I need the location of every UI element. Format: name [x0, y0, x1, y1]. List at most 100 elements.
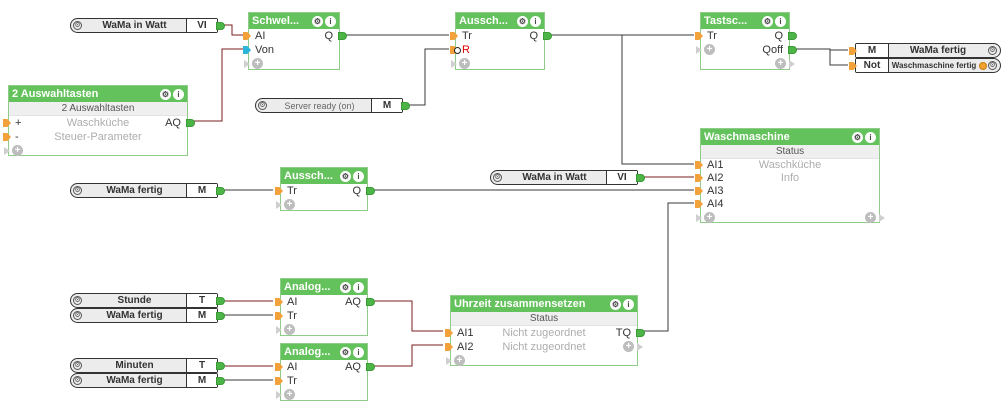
- input-connector[interactable]: [695, 32, 703, 40]
- output-connector[interactable]: [636, 329, 645, 337]
- gear-icon[interactable]: ⚙: [852, 131, 863, 143]
- block-ausschaltverzoegerung-1[interactable]: Aussch... ⚙ i Tr Q R +: [450, 12, 552, 70]
- output-connector[interactable]: [216, 377, 225, 385]
- input-connector[interactable]: [275, 363, 283, 371]
- add-input-button[interactable]: +: [284, 389, 295, 400]
- block-waschmaschine[interactable]: Waschmaschine ⚙ i Status AI1 Waschküche …: [695, 128, 885, 223]
- info-icon[interactable]: i: [530, 15, 541, 27]
- wire: [796, 48, 848, 51]
- output-connector[interactable]: [338, 32, 347, 40]
- input-connector[interactable]: [849, 62, 857, 70]
- port-row: AI1 Nicht zugeordnet TQ: [445, 326, 645, 340]
- input-tag-wama-fertig-3[interactable]: ⚙ WaMa fertig M: [70, 373, 225, 388]
- input-connector[interactable]: [3, 119, 11, 127]
- block-header[interactable]: Schwel... ⚙ i: [249, 13, 339, 29]
- add-output-button[interactable]: +: [775, 58, 786, 69]
- input-connector[interactable]: [695, 200, 703, 208]
- add-input-button[interactable]: +: [252, 58, 263, 69]
- output-connector[interactable]: [366, 187, 375, 195]
- block-2-auswahltasten[interactable]: 2 Auswahltasten ⚙ i 2 Auswahltasten + Wa…: [3, 85, 195, 156]
- tag-label: Stunde: [117, 295, 152, 306]
- input-connector[interactable]: [450, 32, 458, 40]
- input-connector[interactable]: [445, 329, 453, 337]
- port-row: AI1 Waschküche: [695, 159, 879, 172]
- block-uhrzeit-zusammensetzen[interactable]: Uhrzeit zusammensetzen ⚙ i Status AI1 Ni…: [445, 295, 645, 366]
- block-header[interactable]: Waschmaschine ⚙ i: [701, 129, 879, 145]
- gear-icon[interactable]: ⚙: [340, 170, 351, 182]
- input-tag-wama-in-watt[interactable]: ⚙ WaMa in Watt VI: [70, 18, 225, 33]
- add-output-button[interactable]: +: [865, 212, 876, 223]
- add-input-button[interactable]: +: [284, 324, 295, 335]
- output-connector[interactable]: [401, 102, 410, 110]
- input-tag-server-ready[interactable]: ⚙ Server ready (on) M: [255, 98, 410, 113]
- output-connector[interactable]: [216, 22, 225, 30]
- info-icon[interactable]: i: [353, 170, 364, 182]
- block-header[interactable]: Aussch... ⚙ i: [456, 13, 544, 29]
- input-connector[interactable]: [275, 298, 283, 306]
- input-tag-minuten[interactable]: ⚙ Minuten T: [70, 358, 225, 373]
- block-ausschaltverzoegerung-2[interactable]: Aussch... ⚙ i Tr Q +: [275, 167, 375, 211]
- gear-icon[interactable]: ⚙: [160, 88, 171, 100]
- output-tag-waschmaschine-fertig[interactable]: Not Waschmaschine fertig ⚙: [849, 58, 1001, 73]
- output-connector[interactable]: [216, 362, 225, 370]
- output-connector[interactable]: [788, 32, 797, 40]
- output-connector[interactable]: [636, 174, 645, 182]
- output-connector[interactable]: [186, 119, 195, 127]
- block-header[interactable]: Analog... ⚙ i: [281, 279, 367, 295]
- output-connector[interactable]: [366, 363, 375, 371]
- block-analog-1[interactable]: Analog... ⚙ i AI AQ Tr +: [275, 278, 375, 336]
- add-input-button[interactable]: +: [704, 44, 715, 55]
- output-connector[interactable]: [216, 297, 225, 305]
- info-icon[interactable]: i: [173, 88, 184, 100]
- output-connector[interactable]: [216, 187, 225, 195]
- block-header[interactable]: Tastsc... ⚙ i: [701, 13, 789, 29]
- gear-icon[interactable]: ⚙: [517, 15, 528, 27]
- input-connector[interactable]: [695, 161, 703, 169]
- block-header[interactable]: Aussch... ⚙ i: [281, 168, 367, 184]
- add-input-button[interactable]: +: [454, 355, 465, 366]
- add-output-button[interactable]: +: [623, 341, 634, 352]
- input-tag-wama-in-watt-2[interactable]: ⚙ WaMa in Watt VI: [490, 170, 645, 185]
- input-connector[interactable]: [695, 187, 703, 195]
- gear-icon[interactable]: ⚙: [340, 346, 351, 358]
- add-input-button[interactable]: +: [284, 199, 295, 210]
- input-connector[interactable]: [3, 133, 11, 141]
- input-connector[interactable]: [243, 46, 251, 54]
- output-connector[interactable]: [788, 46, 797, 54]
- block-header[interactable]: 2 Auswahltasten ⚙ i: [9, 86, 187, 102]
- info-icon[interactable]: i: [325, 15, 336, 27]
- add-input-button[interactable]: +: [704, 212, 715, 223]
- add-input-button[interactable]: +: [12, 145, 23, 156]
- input-connector[interactable]: [849, 47, 857, 55]
- block-header[interactable]: Uhrzeit zusammensetzen ⚙ i: [451, 296, 637, 312]
- gear-icon[interactable]: ⚙: [610, 298, 621, 310]
- gear-icon[interactable]: ⚙: [762, 15, 773, 27]
- info-icon[interactable]: i: [775, 15, 786, 27]
- input-tag-wama-fertig[interactable]: ⚙ WaMa fertig M: [70, 183, 225, 198]
- info-icon[interactable]: i: [865, 131, 876, 143]
- input-connector[interactable]: [695, 174, 703, 182]
- input-connector[interactable]: [445, 343, 453, 351]
- output-connector[interactable]: [216, 312, 225, 320]
- block-header[interactable]: Analog... ⚙ i: [281, 344, 367, 360]
- output-connector[interactable]: [543, 32, 552, 40]
- input-connector[interactable]: [243, 32, 251, 40]
- output-connector[interactable]: [366, 298, 375, 306]
- output-tag-wama-fertig[interactable]: M WaMa fertig ⚙: [849, 43, 1001, 58]
- input-connector[interactable]: [275, 187, 283, 195]
- gear-icon[interactable]: ⚙: [340, 281, 351, 293]
- block-subtitle: 2 Auswahltasten: [9, 102, 187, 116]
- info-icon[interactable]: i: [353, 281, 364, 293]
- input-connector[interactable]: [275, 377, 283, 385]
- block-analog-2[interactable]: Analog... ⚙ i AI AQ Tr +: [275, 343, 375, 401]
- info-icon[interactable]: i: [623, 298, 634, 310]
- info-icon[interactable]: i: [353, 346, 364, 358]
- add-input-button[interactable]: +: [459, 58, 470, 69]
- input-connector[interactable]: [275, 312, 283, 320]
- input-tag-stunde[interactable]: ⚙ Stunde T: [70, 293, 225, 308]
- gear-icon[interactable]: ⚙: [312, 15, 323, 27]
- status-icon: [979, 61, 987, 70]
- block-schwellwertschalter[interactable]: Schwel... ⚙ i AI Q Von +: [243, 12, 347, 70]
- input-tag-wama-fertig-2[interactable]: ⚙ WaMa fertig M: [70, 308, 225, 323]
- block-tastschalter[interactable]: Tastsc... ⚙ i Tr Q + Qoff +: [695, 12, 797, 70]
